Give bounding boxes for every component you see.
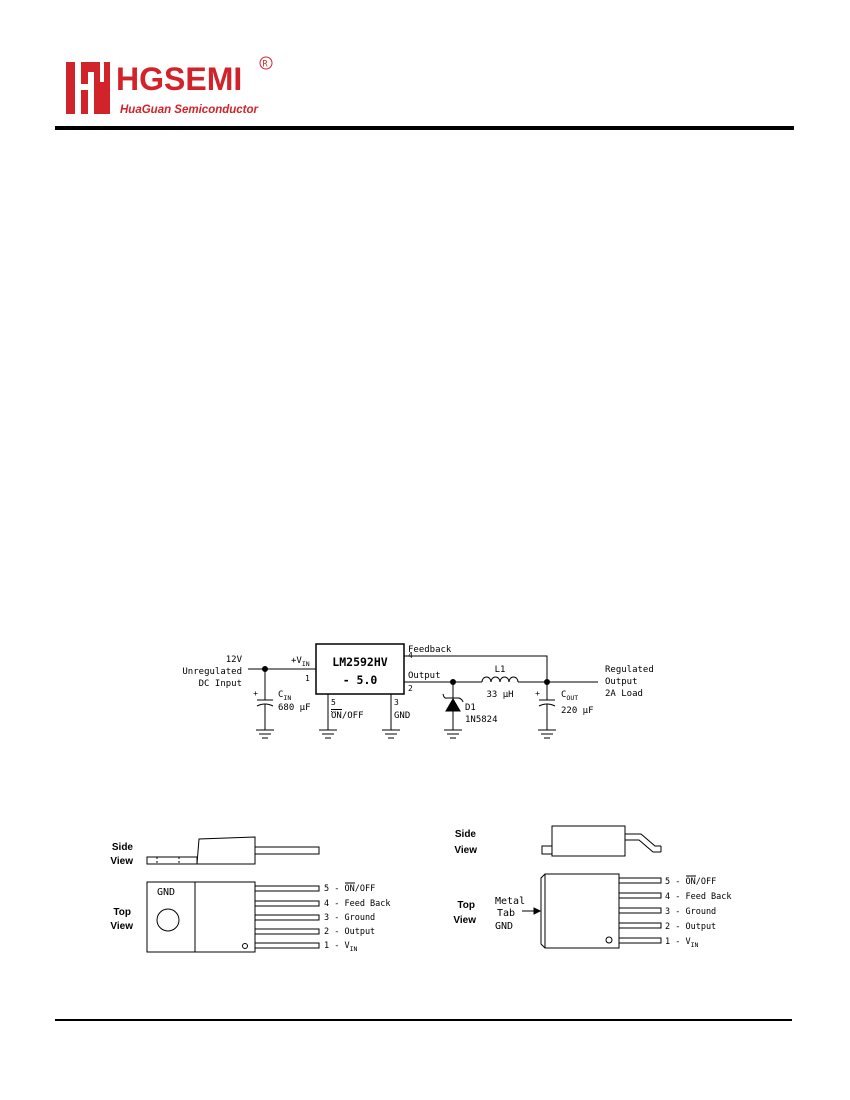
ground-pin3 xyxy=(382,729,400,739)
side-view-shape xyxy=(146,836,320,865)
pin2-desc: 2 - Output xyxy=(665,922,716,932)
cout-label: COUT xyxy=(561,690,578,702)
diode-name: D1 xyxy=(465,703,476,713)
inductor-name: L1 xyxy=(495,665,506,675)
pin3-desc: 3 - Ground xyxy=(665,907,716,917)
diode-cathode xyxy=(442,693,464,703)
metal-tab-label-1: Metal xyxy=(495,896,525,907)
pin4-desc: 4 - Feed Back xyxy=(665,892,732,902)
pin5-desc: 5 - ON/OFF xyxy=(324,884,375,894)
ground-cin xyxy=(256,729,274,739)
metal-tab-label-2: Tab xyxy=(497,908,515,919)
inductor-coil xyxy=(481,676,519,683)
pin5-label: 5 xyxy=(331,698,336,707)
registered-mark: R xyxy=(263,60,269,70)
registered-mark-circle xyxy=(259,56,273,70)
top-view-label-1: Top xyxy=(457,900,475,911)
ic-body xyxy=(315,643,405,695)
brand-subtitle: HuaGuan Semiconductor xyxy=(120,104,259,116)
cout-value: 220 μF xyxy=(561,706,594,716)
input-voltage-label: 12V xyxy=(226,655,243,665)
output-label: Output xyxy=(408,671,441,681)
ground-diode xyxy=(444,729,462,739)
pin2-label: 2 xyxy=(408,684,413,693)
hgsemi-logo: HGSEMI HuaGuan Semiconductor R xyxy=(66,56,273,116)
pin1-label: 1 xyxy=(305,674,310,683)
inductor-value: 33 μH xyxy=(486,690,513,700)
pin3-desc: 3 - Ground xyxy=(324,913,375,923)
cin-value: 680 μF xyxy=(278,703,311,713)
pin1-desc: 1 - VIN xyxy=(665,937,699,949)
vin-pin-label: +VIN xyxy=(291,656,310,668)
side-view-label-2: View xyxy=(110,856,133,867)
feedback-wire xyxy=(404,655,548,682)
package-to263-drawing: Side View Top View Metal Tab GND 5 - ON/… xyxy=(453,825,732,949)
metal-tab-label-3: GND xyxy=(495,921,513,932)
pin1-desc: 1 - VIN xyxy=(324,941,358,953)
cin-plus: + xyxy=(253,689,258,698)
top-view-shape xyxy=(540,873,662,949)
ic-name: LM2592HV xyxy=(332,655,387,669)
top-view-shape xyxy=(146,881,320,953)
pin5-desc: 5 - ON/OFF xyxy=(665,877,716,887)
output-label-line3: 2A Load xyxy=(605,689,643,699)
footer-rule xyxy=(55,1019,792,1021)
cin-label: CIN xyxy=(278,690,291,702)
input-label-line2: DC Input xyxy=(199,679,242,689)
package-gnd-label: GND xyxy=(157,887,175,898)
top-view-label-2: View xyxy=(110,921,133,932)
output-label-line2: Output xyxy=(605,677,638,687)
package-to220-drawing: Side View Top View GND 5 - ON/OFF 4 - Fe… xyxy=(110,836,391,953)
top-view-label-2: View xyxy=(453,915,476,926)
output-label-line1: Regulated xyxy=(605,665,654,675)
cout-plus: + xyxy=(535,689,540,698)
diode-part: 1N5824 xyxy=(465,715,498,725)
side-view-shape xyxy=(541,825,662,857)
side-view-label-1: Side xyxy=(112,842,134,853)
feedback-label: Feedback xyxy=(408,645,452,655)
side-view-label-2: View xyxy=(454,845,477,856)
on-off-label: ON/OFF xyxy=(331,711,364,721)
ground-cout xyxy=(538,729,556,739)
side-view-label-1: Side xyxy=(455,829,477,840)
header-rule xyxy=(55,126,794,130)
input-label-line1: Unregulated xyxy=(182,667,242,677)
logo-emblem xyxy=(66,62,110,114)
brand-name: HGSEMI xyxy=(116,61,242,97)
pin2-desc: 2 - Output xyxy=(324,927,375,937)
page-header: HGSEMI HuaGuan Semiconductor R xyxy=(0,0,850,135)
gnd-pin-label: GND xyxy=(394,711,410,721)
ic-variant: - 5.0 xyxy=(343,673,378,687)
tab-arrow-icon xyxy=(522,907,542,915)
diode-symbol xyxy=(445,698,461,712)
top-view-label-1: Top xyxy=(113,907,131,918)
ground-pin5 xyxy=(319,729,337,739)
typical-application-circuit: 12V Unregulated DC Input + CIN 680 μF LM… xyxy=(182,643,654,739)
pin4-desc: 4 - Feed Back xyxy=(324,899,391,909)
pin3-label: 3 xyxy=(394,698,399,707)
